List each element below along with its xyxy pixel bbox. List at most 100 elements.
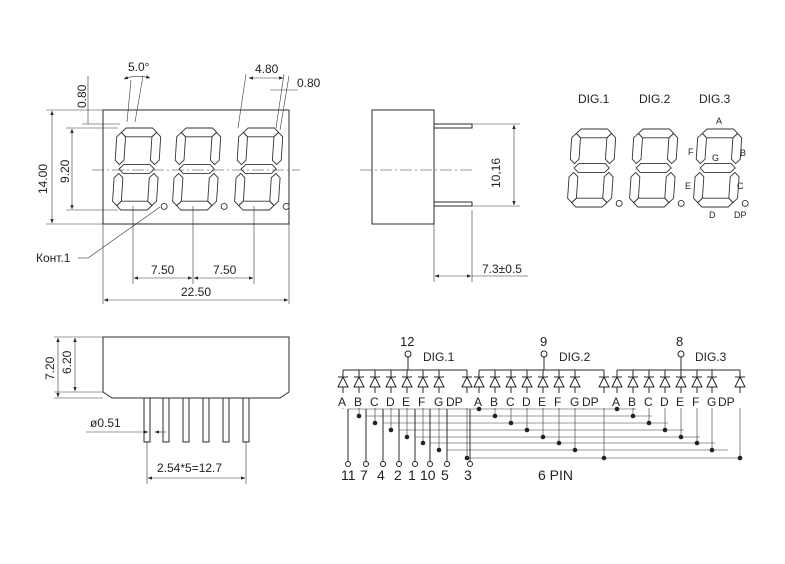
front-digit-2-seg-e (172, 172, 184, 207)
map-digit-3-seg-b (730, 132, 743, 165)
dig3-seg-dp: DP (718, 395, 735, 409)
pin-terminal-5 (412, 461, 418, 467)
pin-label-3: 4 (377, 467, 385, 483)
dim-pitch-b: 7.50 (213, 263, 237, 277)
front-body-outline (102, 109, 290, 225)
dig2-seg-g: G (570, 395, 579, 409)
side-body-outline (371, 109, 435, 225)
dig1-junction-6 (420, 440, 426, 446)
dig2-diode-8 (598, 375, 610, 388)
front-digit-3-seg-b (271, 131, 284, 166)
dig2-diode-1 (473, 375, 485, 388)
dig1-diode-1 (337, 375, 349, 388)
bottom-body-outline (102, 336, 290, 399)
dig3-diode-3 (643, 375, 655, 388)
pin-terminal-7 (444, 461, 450, 467)
dim-pin-diameter: ø0.51 (90, 416, 121, 430)
dim-depth: 7.3±0.5 (482, 262, 522, 276)
dig1-common-terminal (404, 350, 412, 358)
map-digit-3-seg-a (701, 128, 739, 139)
circuit-label-dig3: DIG.3 (695, 350, 727, 364)
map-digit-2-seg-e (629, 171, 641, 204)
dig3-junction-7 (709, 447, 715, 453)
dig2-seg-a: A (474, 395, 482, 409)
dim-seg-gap: 0.80 (297, 76, 321, 90)
dig1-seg-g: G (434, 395, 443, 409)
circuit-wires (337, 350, 746, 467)
pin-label-8: 3 (464, 467, 472, 483)
map-digit-3-seg-d (697, 197, 734, 208)
dig3-seg-d: D (660, 395, 669, 409)
dig3-diode-8 (734, 375, 746, 388)
front-digit-2-seg-c (207, 172, 219, 207)
dig1-diode-3 (369, 375, 381, 388)
dim-body-height: 6.20 (60, 350, 74, 374)
map-digit-3-seg-f (695, 132, 707, 165)
map-label-dig1: DIG.1 (578, 92, 610, 106)
map-digit-2-seg-d (633, 197, 670, 208)
pin-terminal-2 (363, 461, 369, 467)
dig2-junction-5 (540, 434, 546, 440)
front-digit-1-seg-e (112, 172, 124, 207)
dig1-junction-2 (356, 413, 362, 419)
seg-label-a: A (716, 116, 722, 126)
dig3-seg-c: C (644, 395, 653, 409)
dig3-seg-e: E (676, 395, 684, 409)
dim-pin-span: 2.54*5=12.7 (157, 461, 222, 475)
dig1-seg-b: B (354, 395, 362, 409)
angle-line-b (134, 75, 144, 123)
dig2-junction-6 (556, 440, 562, 446)
map-digit-2-seg-dp (677, 200, 685, 207)
dig1-diode-8 (461, 375, 473, 388)
dig2-junction-4 (524, 427, 530, 433)
dig2-seg-d: D (522, 395, 531, 409)
map-digit-2-seg-c (664, 171, 676, 204)
map-digit-1-seg-g (573, 163, 610, 173)
map-digits (567, 128, 749, 208)
dig1-diode-7 (433, 375, 445, 388)
map-digit-1-seg-dp (615, 200, 623, 207)
map-digit-3-seg-e (693, 171, 705, 204)
dig1-diode-5 (401, 375, 413, 388)
side-bottom-pin (433, 201, 473, 210)
dig2-diode-6 (553, 375, 565, 388)
dig2-seg-c: C (506, 395, 515, 409)
dig3-junction-1 (614, 406, 620, 412)
bottom-pin-3 (182, 397, 190, 443)
segment-labels-dig2: A B C D E F G DP (474, 395, 599, 409)
dim-top-offset: 0.80 (75, 84, 89, 108)
front-digits (112, 127, 290, 211)
common-pin-dig2: 9 (540, 334, 547, 349)
dig3-seg-b: B (628, 395, 636, 409)
dig1-diode-6 (417, 375, 429, 388)
dig2-seg-e: E (538, 395, 546, 409)
pin-label-5: 1 (408, 467, 416, 483)
dig1-seg-d: D (386, 395, 395, 409)
pin-terminal-4 (396, 461, 402, 467)
dig3-seg-g: G (707, 395, 716, 409)
callout-label: Конт.1 (36, 251, 71, 265)
pin-label-2: 7 (360, 467, 368, 483)
segment-labels-dig1: A B C D E F G DP (338, 395, 463, 409)
front-digit-3-seg-a (242, 127, 280, 138)
dig2-diode-5 (537, 375, 549, 388)
dig1-junction-7 (436, 447, 442, 453)
map-digit-1-seg-b (604, 132, 617, 165)
dig2-diode-2 (489, 375, 501, 388)
seg-label-c: C (737, 181, 744, 191)
front-digit-3-seg-c (269, 172, 281, 207)
dig2-junction-7 (572, 447, 578, 453)
map-digit-2-seg-a (637, 128, 675, 139)
dig1-junction-5 (404, 434, 410, 440)
bottom-pin-labels: 11 7 4 2 1 10 5 3 (341, 467, 472, 483)
pin-terminal-1 (345, 461, 351, 467)
dig3-junction-6 (694, 440, 700, 446)
front-digit-3-seg-dp (282, 203, 290, 210)
front-view: 5.0° 4.80 0.80 0.80 14.00 9.20 Конт.1 (36, 60, 321, 304)
seg-width-ext-b (275, 73, 285, 129)
pin-terminal-3 (380, 461, 386, 467)
dim-side-span: 10,16 (489, 158, 503, 188)
map-label-dig2: DIG.2 (639, 92, 671, 106)
dig3-junction-2 (630, 413, 636, 419)
